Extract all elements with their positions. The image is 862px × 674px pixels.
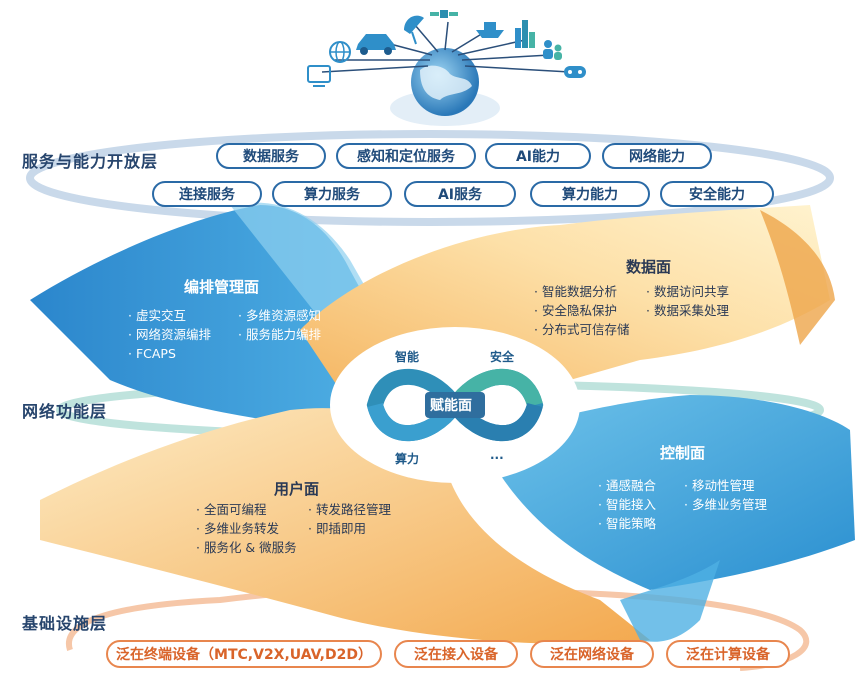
user-plane-items: · 全面可编程 · 多维业务转发 · 服务化 & 微服务 · 转发路径管理 · … (196, 500, 391, 557)
people-icon (543, 40, 562, 60)
orchestration-item: · 多维资源感知 (238, 308, 321, 323)
control-plane-item: · 移动性管理 (684, 478, 755, 493)
infra-layer-label: 基础设施层 (22, 614, 108, 633)
data-plane-item: · 智能数据分析 (534, 284, 617, 299)
infinity-loop-icon (366, 368, 544, 442)
monitor-icon (307, 65, 331, 87)
satellite-icon (430, 10, 458, 18)
pill-sensing-positioning-service: 感知和定位服务 (336, 143, 476, 169)
orchestration-item: · 网络资源编排 (128, 327, 211, 342)
service-layer-ring (26, 130, 834, 226)
pill-compute-service: 算力服务 (272, 181, 392, 207)
user-plane-item: · 服务化 & 微服务 (196, 540, 297, 555)
orchestration-plane-title: 编排管理面 (184, 278, 260, 296)
car-icon (356, 34, 396, 55)
pill-ubiquitous-terminal-devices: 泛在终端设备（MTC,V2X,UAV,D2D） (106, 640, 382, 668)
control-plane-shape (480, 395, 855, 590)
service-layer-label: 服务与能力开放层 (22, 152, 159, 171)
user-plane-item: · 多维业务转发 (196, 521, 279, 536)
control-plane-item: · 通感融合 (598, 478, 656, 493)
pill-connection-service: 连接服务 (152, 181, 262, 207)
data-plane-fold (760, 210, 835, 345)
enablement-more-label: ... (490, 448, 504, 462)
pill-compute-capability: 算力能力 (530, 181, 650, 207)
control-plane-items: · 通感融合 · 智能接入 · 智能策略 · 移动性管理 · 多维业务管理 (598, 476, 767, 533)
control-plane-fold (620, 560, 720, 642)
ship-icon (476, 22, 504, 38)
control-plane-title: 控制面 (660, 444, 706, 462)
pill-network-capability: 网络能力 (602, 143, 712, 169)
pill-ubiquitous-network-devices: 泛在网络设备 (530, 640, 654, 668)
orchestration-item: · 虚实交互 (128, 308, 186, 323)
orchestration-item: · FCAPS (128, 346, 176, 361)
control-plane-item: · 智能策略 (598, 516, 656, 531)
enablement-security-label: 安全 (490, 350, 515, 364)
control-plane-item: · 智能接入 (598, 497, 656, 512)
pill-ubiquitous-access-devices: 泛在接入设备 (394, 640, 518, 668)
control-plane-item: · 多维业务管理 (684, 497, 767, 512)
orchestration-item: · 服务能力编排 (238, 327, 321, 342)
globe-small-icon (329, 41, 351, 63)
data-plane-title: 数据面 (626, 258, 672, 276)
radar-dish-icon (404, 15, 424, 45)
user-plane-shape (40, 408, 650, 644)
enablement-intelligence-label: 智能 (395, 350, 420, 364)
user-plane-item: · 转发路径管理 (308, 502, 391, 517)
data-plane-item: · 安全隐私保护 (534, 303, 617, 318)
data-plane-items: · 智能数据分析 · 安全隐私保护 · 分布式可信存储 · 数据访问共享 · 数… (534, 282, 729, 339)
pill-data-service: 数据服务 (216, 143, 326, 169)
data-plane-item: · 数据采集处理 (646, 303, 729, 318)
user-plane-item: · 即插即用 (308, 521, 366, 536)
pill-ai-capability: AI能力 (485, 143, 591, 169)
orchestration-plane-items: · 虚实交互 · 网络资源编排 · FCAPS · 多维资源感知 · 服务能力编… (128, 306, 321, 363)
network-layer-label: 网络功能层 (22, 402, 108, 421)
enablement-compute-label: 算力 (395, 452, 420, 466)
user-plane-item: · 全面可编程 (196, 502, 267, 517)
earth-globe-icon (390, 48, 500, 126)
user-plane-title: 用户面 (274, 480, 320, 498)
data-plane-item: · 数据访问共享 (646, 284, 729, 299)
data-plane-item: · 分布式可信存储 (534, 322, 630, 337)
pill-security-capability: 安全能力 (660, 181, 774, 207)
city-icon (515, 20, 535, 48)
gamepad-icon (564, 66, 586, 78)
pill-ubiquitous-compute-devices: 泛在计算设备 (666, 640, 790, 668)
pill-ai-service: AI服务 (404, 181, 516, 207)
enablement-title: 赋能面 (430, 398, 472, 414)
